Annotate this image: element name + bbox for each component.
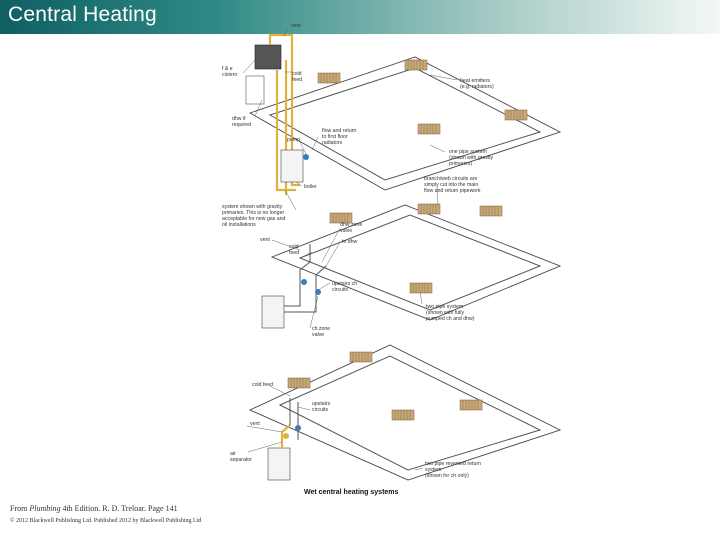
radiator-icon: [287, 377, 311, 389]
radiator-icon: [479, 205, 503, 217]
source-prefix: From: [10, 504, 30, 513]
label-vent-bottom: vent: [250, 421, 260, 427]
two-pipe-floor: [261, 203, 562, 329]
label-vent-top: vent: [291, 23, 301, 29]
cistern-icon: [254, 44, 282, 70]
radiator-icon: [417, 123, 441, 135]
radiator-icon: [391, 409, 415, 421]
figure-caption: Wet central heating systems: [304, 489, 399, 496]
reversed-return-floor: [248, 344, 562, 481]
label-pump: pump: [287, 137, 300, 143]
label-cold-feed-bottom: cold feed: [252, 382, 273, 388]
cylinder-icon: [245, 75, 265, 105]
zone-valve-icon: [301, 279, 307, 285]
label-vent-mid: vent: [260, 237, 270, 243]
radiator-icon: [317, 72, 341, 84]
boiler-icon: [267, 447, 291, 481]
source-book-title: Plumbing: [29, 504, 61, 513]
page-title: Central Heating: [8, 3, 157, 26]
radiator-icon: [404, 59, 428, 71]
label-boiler: boiler: [304, 184, 317, 190]
radiator-icon: [409, 282, 433, 294]
radiator-icon: [504, 109, 528, 121]
leader-lines: [242, 26, 458, 471]
title-bar: Central Heating: [0, 0, 720, 34]
zone-valve-icon: [315, 289, 321, 295]
radiator-icon: [417, 203, 441, 215]
copyright-notice: © 2012 Blackwell Publishing Ltd. Publish…: [10, 518, 202, 524]
source-citation: From Plumbing 4th Edition. R. D. Treloar…: [10, 504, 178, 513]
radiator-icon: [349, 351, 373, 363]
air-separator-icon: [283, 433, 289, 439]
source-details: 4th Edition. R. D. Treloar. Page 141: [60, 504, 178, 513]
label-heat-emitters: heat emitters(e.g. radiators): [460, 78, 494, 90]
radiator-icon: [459, 399, 483, 411]
boiler-icon: [261, 295, 285, 329]
label-to-dhw: to dhw: [342, 239, 358, 245]
boiler-icon: [280, 149, 304, 183]
pump-icon: [295, 425, 301, 431]
one-pipe-floor: [245, 33, 562, 195]
pump-icon: [303, 154, 309, 160]
